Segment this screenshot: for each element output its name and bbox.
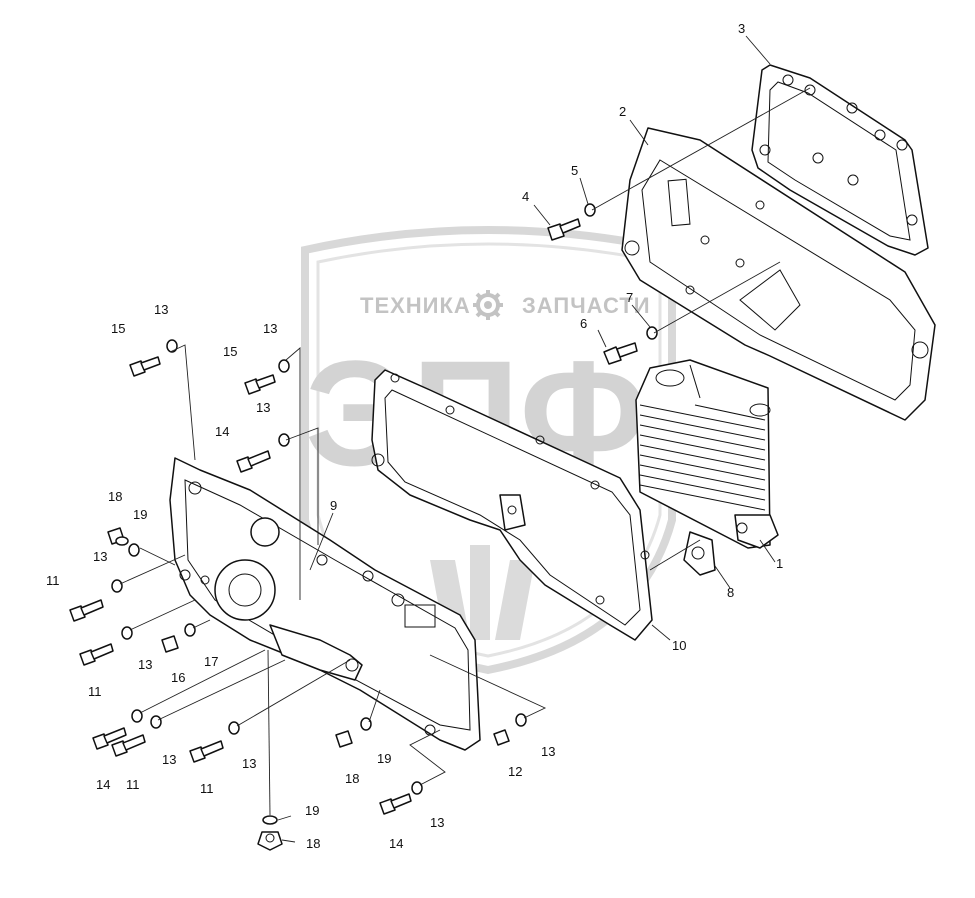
washer-19b xyxy=(360,717,372,731)
washer-13i xyxy=(515,713,527,727)
watermark-text-tekhnika: ТЕХНИКА xyxy=(360,293,471,318)
callout-label: 14 xyxy=(389,836,403,851)
callout-label: 17 xyxy=(204,654,218,669)
callout-label: 13 xyxy=(138,657,152,672)
plug-16 xyxy=(161,635,179,653)
bolt-14a xyxy=(236,450,271,473)
callout-label: 4 xyxy=(522,189,529,204)
bolt-11d xyxy=(189,740,224,763)
washer-13c xyxy=(278,433,290,447)
washer-17 xyxy=(184,623,196,637)
bolt-11a xyxy=(69,599,104,622)
washer-7 xyxy=(646,326,658,340)
callout-label: 1 xyxy=(776,556,783,571)
callout-label: 15 xyxy=(223,344,237,359)
plug-18b xyxy=(335,730,353,748)
callout-label: 13 xyxy=(154,302,168,317)
washer-13j xyxy=(411,781,423,795)
washer-19c xyxy=(262,815,278,825)
oil-cooler-1 xyxy=(635,359,779,549)
washer-13a xyxy=(166,339,178,353)
callout-label: 9 xyxy=(330,498,337,513)
callout-label: 11 xyxy=(46,573,60,588)
callout-label: 18 xyxy=(306,836,320,851)
callout-label: 5 xyxy=(571,163,578,178)
bolt-6 xyxy=(603,342,638,365)
callout-label: 12 xyxy=(508,764,522,779)
callout-label: 13 xyxy=(430,815,444,830)
bolt-11c xyxy=(111,734,146,757)
callout-label: 10 xyxy=(672,638,686,653)
washer-13f xyxy=(131,709,143,723)
watermark-text-zapchasti: ЗАПЧАСТИ xyxy=(522,293,651,318)
callout-label: 13 xyxy=(256,400,270,415)
callout-label: 19 xyxy=(377,751,391,766)
plug-18c xyxy=(257,831,283,851)
cover-plate-2 xyxy=(621,127,936,421)
bolt-4 xyxy=(547,218,581,241)
callout-label: 11 xyxy=(88,684,102,699)
leader-lines xyxy=(119,35,811,843)
callout-label: 7 xyxy=(626,290,633,305)
gasket-3 xyxy=(751,64,929,256)
callout-label: 19 xyxy=(133,507,147,522)
callout-label: 6 xyxy=(580,316,587,331)
washer-5 xyxy=(584,203,596,217)
bolt-11b xyxy=(79,643,114,666)
callout-label: 18 xyxy=(108,489,122,504)
callout-label: 18 xyxy=(345,771,359,786)
callout-label: 14 xyxy=(215,424,229,439)
washer-13b xyxy=(278,359,290,373)
washer-13e xyxy=(121,626,133,640)
callout-2-label: 2 xyxy=(619,104,626,119)
callout-label: 19 xyxy=(305,803,319,818)
callout-label: 11 xyxy=(126,777,140,792)
callout-label: 14 xyxy=(96,777,110,792)
callout-label: 13 xyxy=(541,744,555,759)
callout-label: 13 xyxy=(162,752,176,767)
bolt-15a xyxy=(129,356,161,377)
bolt-15b xyxy=(244,374,276,395)
callout-1-label: 3 xyxy=(738,21,745,36)
gear-icon xyxy=(473,290,503,320)
callout-label: 8 xyxy=(727,585,734,600)
callout-labels: 3 2 1 4 5 6 7 8 9 10 11 11 11 11 12 13 1… xyxy=(46,21,783,851)
washer-13g xyxy=(150,715,162,729)
bolt-12 xyxy=(493,729,510,746)
fasteners xyxy=(69,203,658,851)
callout-label: 13 xyxy=(93,549,107,564)
bolt-14b xyxy=(92,727,127,750)
bolt-14c xyxy=(379,793,412,815)
callout-label: 15 xyxy=(111,321,125,336)
washer-13d xyxy=(111,579,123,593)
callout-label: 13 xyxy=(242,756,256,771)
callout-label: 13 xyxy=(263,321,277,336)
callout-label: 11 xyxy=(200,781,214,796)
plug-18a xyxy=(107,527,129,546)
washer-19a xyxy=(128,543,140,557)
gasket-8 xyxy=(683,531,716,576)
callout-label: 16 xyxy=(171,670,185,685)
washer-13h xyxy=(228,721,240,735)
gasket-10 xyxy=(371,369,653,641)
